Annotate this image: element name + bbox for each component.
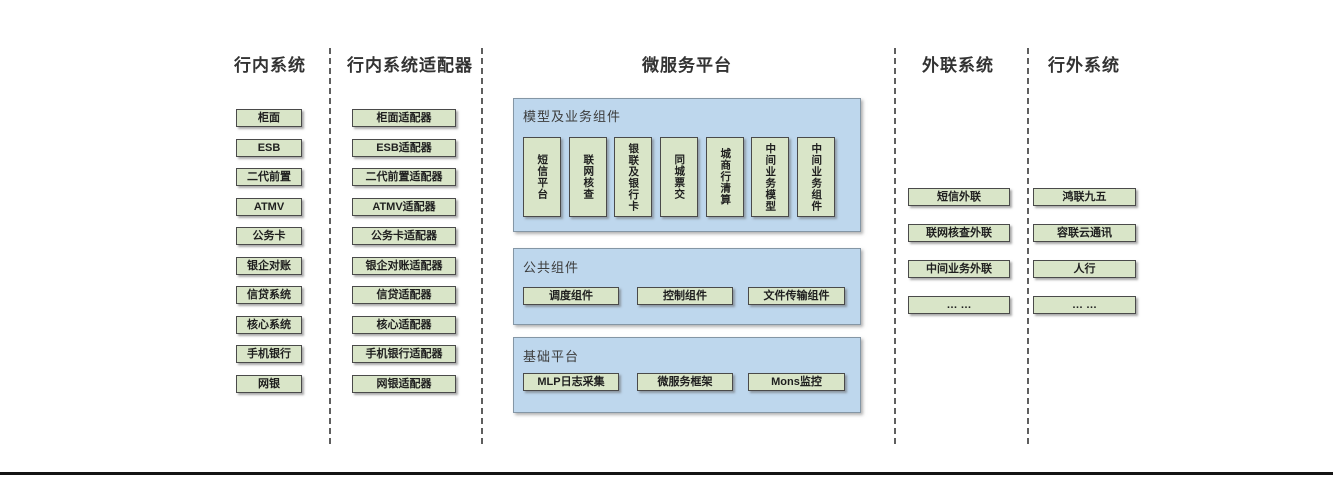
adapter-box: 信贷适配器 — [352, 286, 456, 304]
adapter-box: 银企对账适配器 — [352, 257, 456, 275]
column-divider — [329, 48, 331, 448]
internal-system-box: 二代前置 — [236, 168, 302, 186]
model-component-box: 同城票交 — [660, 137, 698, 217]
internal-system-box: 公务卡 — [236, 227, 302, 245]
column-title-internal-adapters: 行内系统适配器 — [347, 56, 473, 75]
column-title-microservice-platform: 微服务平台 — [642, 56, 732, 75]
adapter-box: ATMV适配器 — [352, 198, 456, 216]
base-platform-box: Mons监控 — [748, 373, 845, 391]
outside-system-box: 人行 — [1033, 260, 1136, 278]
column-divider — [481, 48, 483, 448]
internal-system-box: 手机银行 — [236, 345, 302, 363]
model-component-box: 中间业务组件 — [797, 137, 835, 217]
column-title-internal-systems: 行内系统 — [234, 56, 306, 75]
internal-system-box: 核心系统 — [236, 316, 302, 334]
common-component-box: 调度组件 — [523, 287, 619, 305]
common-components-panel — [513, 248, 861, 325]
external-link-box: 短信外联 — [908, 188, 1010, 206]
column-title-external-link-systems: 外联系统 — [922, 56, 994, 75]
model-component-box: 中间业务模型 — [751, 137, 789, 217]
model-component-box: 联网核查 — [569, 137, 607, 217]
external-link-box: … … — [908, 296, 1010, 314]
internal-system-box: ATMV — [236, 198, 302, 216]
internal-system-box: 信贷系统 — [236, 286, 302, 304]
internal-system-box: 柜面 — [236, 109, 302, 127]
model-component-box: 短信平台 — [523, 137, 561, 217]
adapter-box: ESB适配器 — [352, 139, 456, 157]
external-link-box: 中间业务外联 — [908, 260, 1010, 278]
outside-system-box: … … — [1033, 296, 1136, 314]
base-platform-label: 基础平台 — [523, 349, 580, 364]
model-component-box: 银联及银行卡 — [614, 137, 652, 217]
base-platform-box: 微服务框架 — [637, 373, 733, 391]
bottom-rule — [0, 472, 1333, 475]
common-component-box: 控制组件 — [637, 287, 733, 305]
adapter-box: 网银适配器 — [352, 375, 456, 393]
adapter-box: 公务卡适配器 — [352, 227, 456, 245]
internal-system-box: 网银 — [236, 375, 302, 393]
model-business-components-label: 模型及业务组件 — [523, 109, 622, 124]
common-component-box: 文件传输组件 — [748, 287, 845, 305]
internal-system-box: ESB — [236, 139, 302, 157]
adapter-box: 二代前置适配器 — [352, 168, 456, 186]
adapter-box: 柜面适配器 — [352, 109, 456, 127]
column-divider — [894, 48, 896, 448]
base-platform-box: MLP日志采集 — [523, 373, 619, 391]
common-components-label: 公共组件 — [523, 260, 580, 275]
outside-system-box: 鸿联九五 — [1033, 188, 1136, 206]
internal-system-box: 银企对账 — [236, 257, 302, 275]
outside-system-box: 容联云通讯 — [1033, 224, 1136, 242]
column-divider — [1027, 48, 1029, 448]
adapter-box: 手机银行适配器 — [352, 345, 456, 363]
column-title-outside-systems: 行外系统 — [1048, 56, 1120, 75]
adapter-box: 核心适配器 — [352, 316, 456, 334]
external-link-box: 联网核查外联 — [908, 224, 1010, 242]
model-component-box: 城商行清算 — [706, 137, 744, 217]
